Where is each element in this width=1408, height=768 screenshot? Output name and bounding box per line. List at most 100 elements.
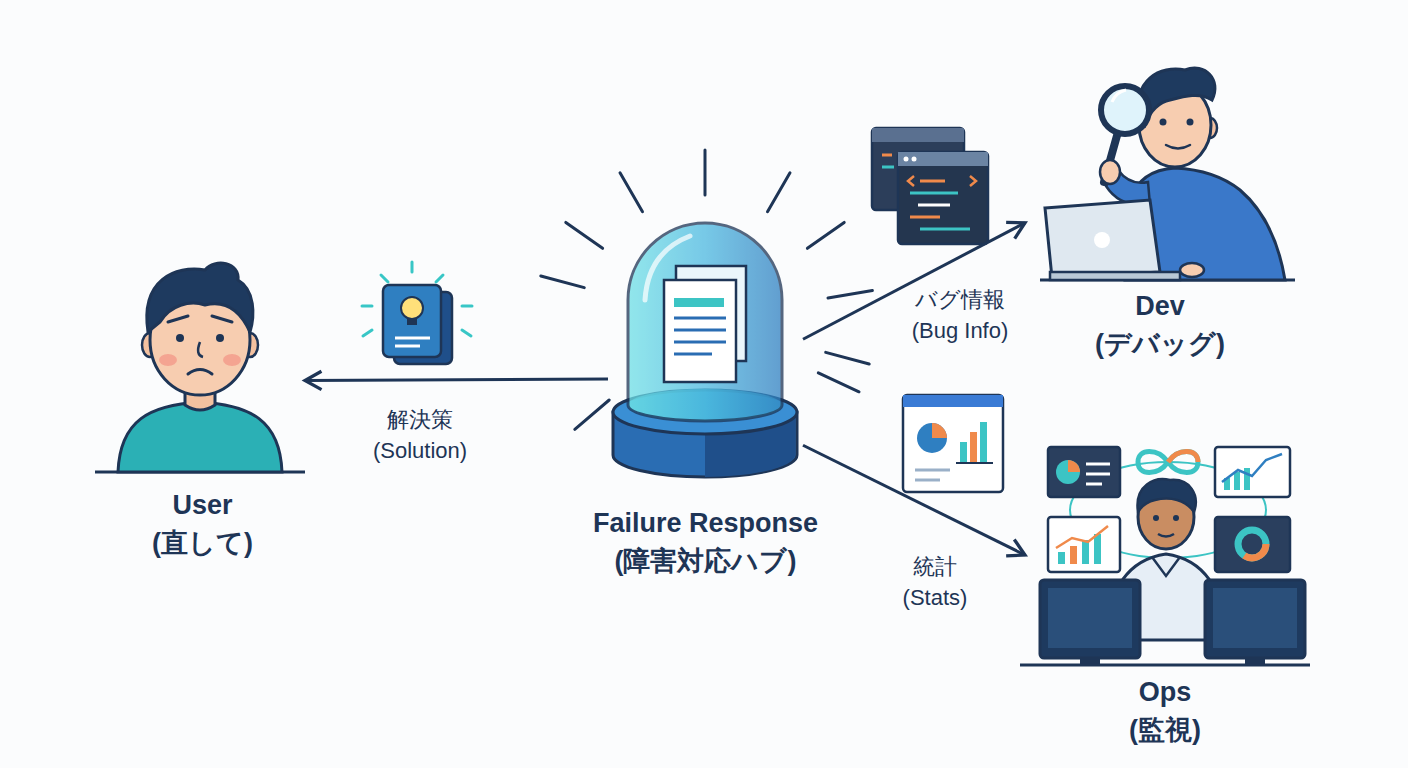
stats-icon [915, 479, 940, 482]
ops-person [1068, 460, 1080, 472]
dev-person [1101, 86, 1149, 134]
solution-icon [363, 330, 372, 336]
ops-person [1222, 454, 1282, 482]
edge-label: 統計 (Stats) [890, 552, 980, 614]
user-person [118, 402, 282, 472]
ops-person [1058, 552, 1065, 564]
dev-person [1100, 160, 1120, 184]
user-person [223, 354, 241, 366]
solution-icon [462, 330, 471, 336]
ops-person [1048, 447, 1120, 497]
user-person [188, 370, 212, 375]
dev-person [1040, 68, 1295, 280]
ops-person [1238, 530, 1266, 558]
ops-person [1048, 517, 1120, 572]
stats-icon [917, 423, 947, 453]
solution-icon [381, 275, 388, 282]
solution-icon [401, 297, 423, 319]
ops-person [1020, 664, 1310, 667]
ops-person [1138, 479, 1196, 512]
stats-icon [956, 462, 993, 464]
edge-label: 解決策 (Solution) [355, 405, 485, 467]
dev-person [1180, 263, 1204, 277]
code-icon [920, 180, 945, 183]
hub-rays [826, 352, 870, 364]
solution-icon [362, 305, 372, 308]
code-icon [882, 166, 894, 169]
solution-icon [411, 262, 414, 272]
user-person [159, 354, 177, 366]
code-icon [898, 152, 988, 244]
stats-icon [970, 432, 977, 462]
ops-person [1086, 473, 1110, 476]
solution-icon [462, 305, 472, 308]
node-caption: Dev (デバッグ) [1085, 288, 1235, 364]
ops-person [1153, 515, 1159, 521]
hub-dome [674, 341, 726, 344]
user-person [147, 263, 253, 332]
user-person [95, 263, 305, 472]
solution-icon [362, 262, 472, 336]
hub-rays [541, 276, 585, 288]
arrow-connector [803, 445, 1025, 555]
node-caption: User (直して) [138, 487, 268, 563]
code-icon [912, 157, 917, 162]
node-label: Ops (監視) [1115, 674, 1215, 750]
hub-rays [566, 222, 603, 248]
user-actor: User (直して) [100, 265, 305, 475]
node-label: Failure Response (障害対応ハブ) [556, 505, 856, 581]
dev-person [1112, 90, 1126, 102]
ops-person [1238, 530, 1266, 558]
code-icon [920, 228, 970, 231]
ops-person [1205, 580, 1305, 658]
node-label: User (直して) [138, 487, 268, 563]
code-icon [904, 157, 909, 162]
hub-rays [828, 291, 872, 299]
code-icon [910, 216, 940, 219]
ops-person [1020, 447, 1310, 665]
user-person [212, 316, 232, 322]
solution-icon [362, 262, 472, 364]
dev-person [1094, 232, 1110, 248]
hub-dome [674, 353, 712, 356]
solution-icon [383, 285, 441, 357]
code-icon [882, 154, 892, 157]
hub-dome [613, 223, 797, 477]
stats-icon [915, 469, 950, 472]
stats-icon [980, 422, 987, 462]
dev-person [1045, 200, 1160, 278]
dev-actor: Dev (デバッグ) [1025, 60, 1295, 280]
code-icon [910, 192, 958, 195]
user-person [168, 316, 188, 322]
hub-dome [645, 236, 690, 300]
hub-dome [674, 329, 726, 332]
code-icon [872, 128, 964, 142]
ops-person [1056, 460, 1080, 484]
hub-dome [674, 298, 724, 307]
hub-dome [628, 223, 782, 421]
stats-icon [932, 423, 947, 438]
ops-person [1215, 517, 1290, 572]
hub-rays [575, 400, 609, 429]
ops-person [1070, 546, 1077, 564]
ops-person [1215, 447, 1290, 497]
hub-rays [768, 173, 791, 212]
dev-person [1050, 272, 1180, 280]
dev-person [1166, 145, 1190, 149]
ops-person [1056, 526, 1108, 548]
solution-icon [395, 337, 430, 340]
node-label: Dev (デバッグ) [1085, 288, 1235, 364]
solution-icon [407, 319, 417, 325]
code-icon [908, 176, 914, 186]
user-person [176, 334, 184, 342]
ops-person [1082, 540, 1089, 564]
dev-person [1160, 119, 1167, 126]
stats-icon [903, 395, 1003, 492]
stats-icon [903, 395, 1003, 492]
stats-icon [960, 442, 967, 462]
user-person [216, 334, 224, 342]
ops-person [1234, 472, 1240, 490]
